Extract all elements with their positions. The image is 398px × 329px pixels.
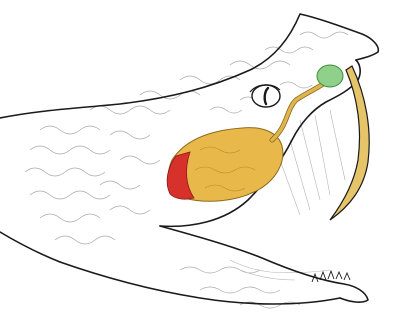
accessory-gland — [317, 65, 343, 87]
lower-teeth — [312, 271, 350, 282]
eye-icon — [250, 85, 280, 107]
